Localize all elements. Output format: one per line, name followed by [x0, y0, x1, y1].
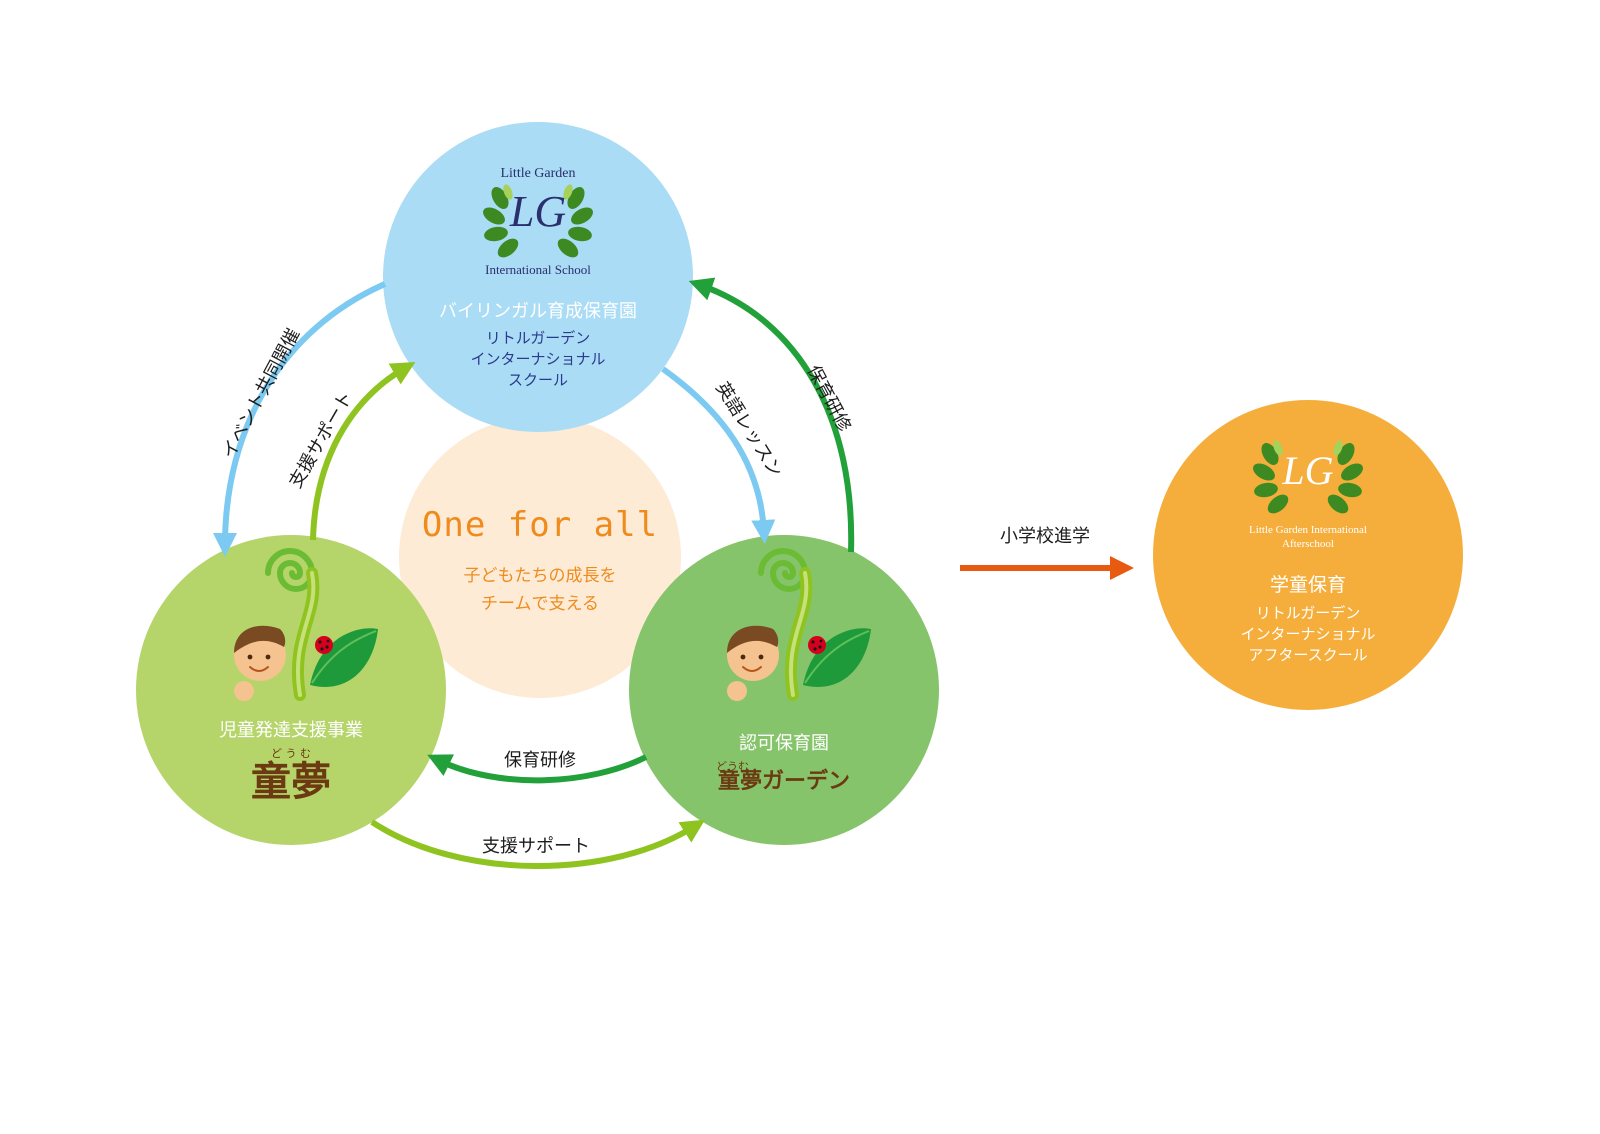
center-slogan: One for all	[421, 505, 659, 545]
far-node-category: 学童保育	[1269, 574, 1346, 596]
left-node-brand: 童夢	[251, 759, 331, 805]
far-logo-text: Little Garden International Afterschool	[1218, 523, 1398, 551]
top-node-name-line: インターナショナル	[470, 350, 606, 368]
top-node-name-line: リトルガーデン	[485, 329, 591, 347]
event-arrow	[213, 281, 387, 557]
center-tagline-line: チームで支える	[481, 594, 599, 614]
center-tagline-line: 子どもたちの成長を	[463, 566, 617, 586]
training-bottom-arrow	[427, 754, 648, 784]
center-circle	[399, 416, 681, 698]
support-bottom-arrow	[370, 819, 706, 869]
far-logo-line: Afterschool	[1282, 538, 1334, 550]
left-node-circle	[136, 535, 446, 845]
top-node-circle	[383, 122, 693, 432]
left-node-ruby: ど う む	[271, 747, 311, 760]
training-bottom-label: 保育研修	[504, 750, 576, 771]
top-logo-top-text: Little Garden	[500, 166, 576, 181]
support-bottom-label: 支援サポート	[482, 836, 590, 857]
far-logo-line: Little Garden International	[1249, 524, 1367, 536]
right-node-circle	[629, 535, 939, 845]
top-logo-mark: LG	[509, 187, 567, 236]
far-node-name: リトルガーデン インターナショナル アフタースクール	[1188, 603, 1428, 666]
right-node-ruby: どうむ	[716, 760, 749, 773]
far-node-name-line: インターナショナル	[1240, 625, 1376, 643]
center-tagline: 子どもたちの成長を チームで支える	[420, 562, 660, 618]
left-node-category: 児童発達支援事業	[219, 720, 363, 741]
right-node-brand: 童夢ガーデン	[717, 769, 850, 794]
elementary-label: 小学校進学	[1000, 526, 1090, 547]
far-node-name-line: アフタースクール	[1248, 646, 1368, 664]
support-left-arrow	[310, 361, 416, 541]
far-node-name-line: リトルガーデン	[1255, 604, 1361, 622]
training-right-arrow	[688, 277, 855, 553]
top-node-name-line: スクール	[507, 371, 568, 389]
top-logo-bottom-text: International School	[485, 262, 591, 277]
top-node-name: リトルガーデン インターナショナル スクール	[408, 328, 668, 391]
top-node-category: バイリンガル育成保育園	[439, 301, 637, 322]
far-logo-mark: LG	[1282, 448, 1334, 493]
far-node-circle	[1153, 400, 1463, 710]
english-arrow	[661, 366, 776, 544]
right-node-category: 認可保育園	[739, 733, 829, 754]
